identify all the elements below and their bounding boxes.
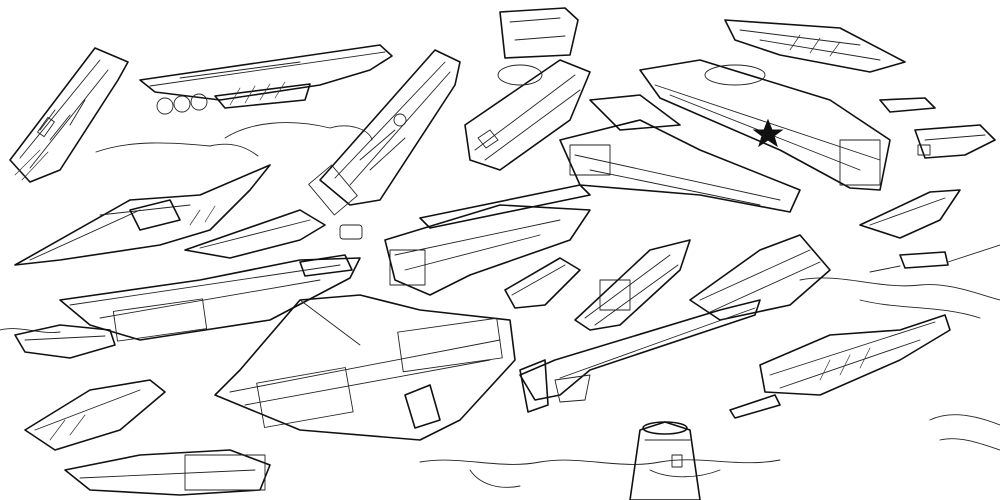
ship-sketch-4: [464, 7, 591, 171]
ship-sketch-16: [14, 324, 116, 359]
ship-sketch-1: [9, 47, 129, 183]
ship-sketch-14: [689, 234, 831, 321]
ship-sketch-8: [559, 94, 801, 213]
star-icon: [752, 118, 784, 148]
ship-sketch-21: [729, 314, 951, 419]
ship-sketch-18: [24, 379, 166, 451]
ship-sketch-20: [519, 299, 761, 413]
ship-sketch-6: [639, 59, 891, 191]
cloud-lines: [0, 122, 1000, 488]
ship-sketch-2: [139, 44, 393, 115]
ship-sketch-7: [879, 97, 996, 159]
ship-sketch-13: [859, 189, 1000, 273]
ship-sketch-19: [64, 449, 271, 496]
ship-sketch-3: [308, 49, 461, 216]
ship-sketch-22: [629, 421, 701, 500]
ship-sketch-9: [14, 164, 271, 266]
ship-sketch-12: [504, 239, 691, 331]
ship-sketch-17: [214, 294, 516, 441]
ship-sketch-10: [184, 209, 363, 259]
ship-sketch-5: [724, 19, 906, 73]
ship-sketch-11: [384, 184, 591, 296]
